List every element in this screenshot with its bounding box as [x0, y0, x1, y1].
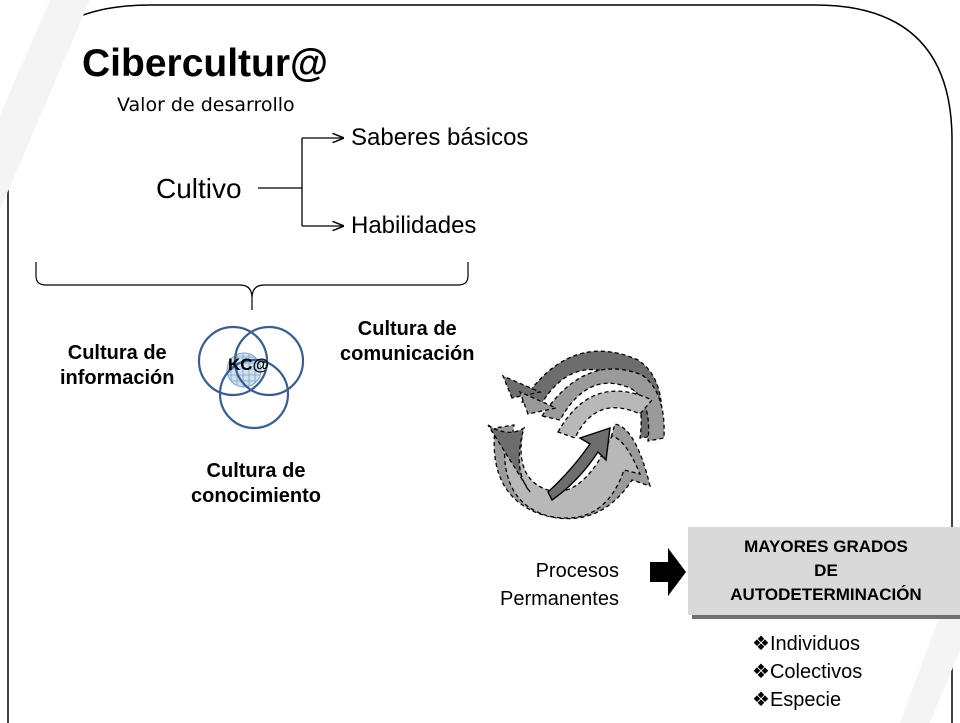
- venn-circle-conocimiento: [218, 358, 290, 430]
- block-arrow-icon: [650, 548, 686, 596]
- cultura-informacion-line-1: Cultura de: [67, 342, 167, 364]
- cultura-conocimiento-line-2: conocimiento: [191, 485, 322, 507]
- bullet-item-colectivos: ❖Colectivos: [752, 661, 863, 683]
- branch-saberes-basicos: Saberes básicos: [351, 124, 529, 151]
- cultura-informacion-line-2: información: [60, 367, 175, 389]
- diamond-bullet-icon: ❖: [752, 633, 770, 655]
- page-title: Cibercultur@: [82, 42, 329, 85]
- venn-center-label: KC@: [228, 355, 270, 374]
- cycle-arrow-solid: [547, 426, 611, 502]
- cultura-conocimiento-label: Cultura de conocimiento: [191, 459, 321, 509]
- venn-circle-informacion: [197, 325, 269, 397]
- branch-habilidades: Habilidades: [351, 212, 477, 239]
- watermark-stripe-left: [0, 0, 90, 210]
- result-line-2: DE: [814, 561, 838, 580]
- result-line-3: AUTODETERMINACIÓN: [730, 585, 922, 604]
- cultura-conocimiento-line-1: Cultura de: [206, 460, 306, 482]
- cycle-arrows-icon: [487, 350, 665, 520]
- cultura-comunicacion-label: Cultura de comunicación: [340, 317, 474, 367]
- venn-circle-comunicacion: [233, 325, 305, 397]
- diamond-bullet-icon: ❖: [752, 661, 770, 683]
- procesos-line-1: Procesos: [535, 560, 619, 582]
- bullet-list: ❖Individuos ❖Colectivos ❖Especie: [752, 630, 862, 714]
- procesos-line-2: Permanentes: [500, 588, 619, 610]
- page-subtitle: Valor de desarrollo: [117, 94, 295, 116]
- cultivo-label: Cultivo: [156, 173, 242, 204]
- grouping-brace: [35, 262, 469, 310]
- procesos-permanentes-label: Procesos Permanentes: [500, 557, 619, 613]
- cultura-comunicacion-line-2: comunicación: [340, 343, 475, 365]
- cultura-comunicacion-line-1: Cultura de: [357, 318, 457, 340]
- diamond-bullet-icon: ❖: [752, 689, 770, 711]
- result-box: MAYORES GRADOS DE AUTODETERMINACIÓN: [688, 527, 960, 615]
- bullet-item-especie: ❖Especie: [752, 689, 842, 711]
- result-line-1: MAYORES GRADOS: [744, 537, 908, 556]
- cultura-informacion-label: Cultura de información: [60, 341, 174, 391]
- bullet-item-individuos: ❖Individuos: [752, 633, 860, 655]
